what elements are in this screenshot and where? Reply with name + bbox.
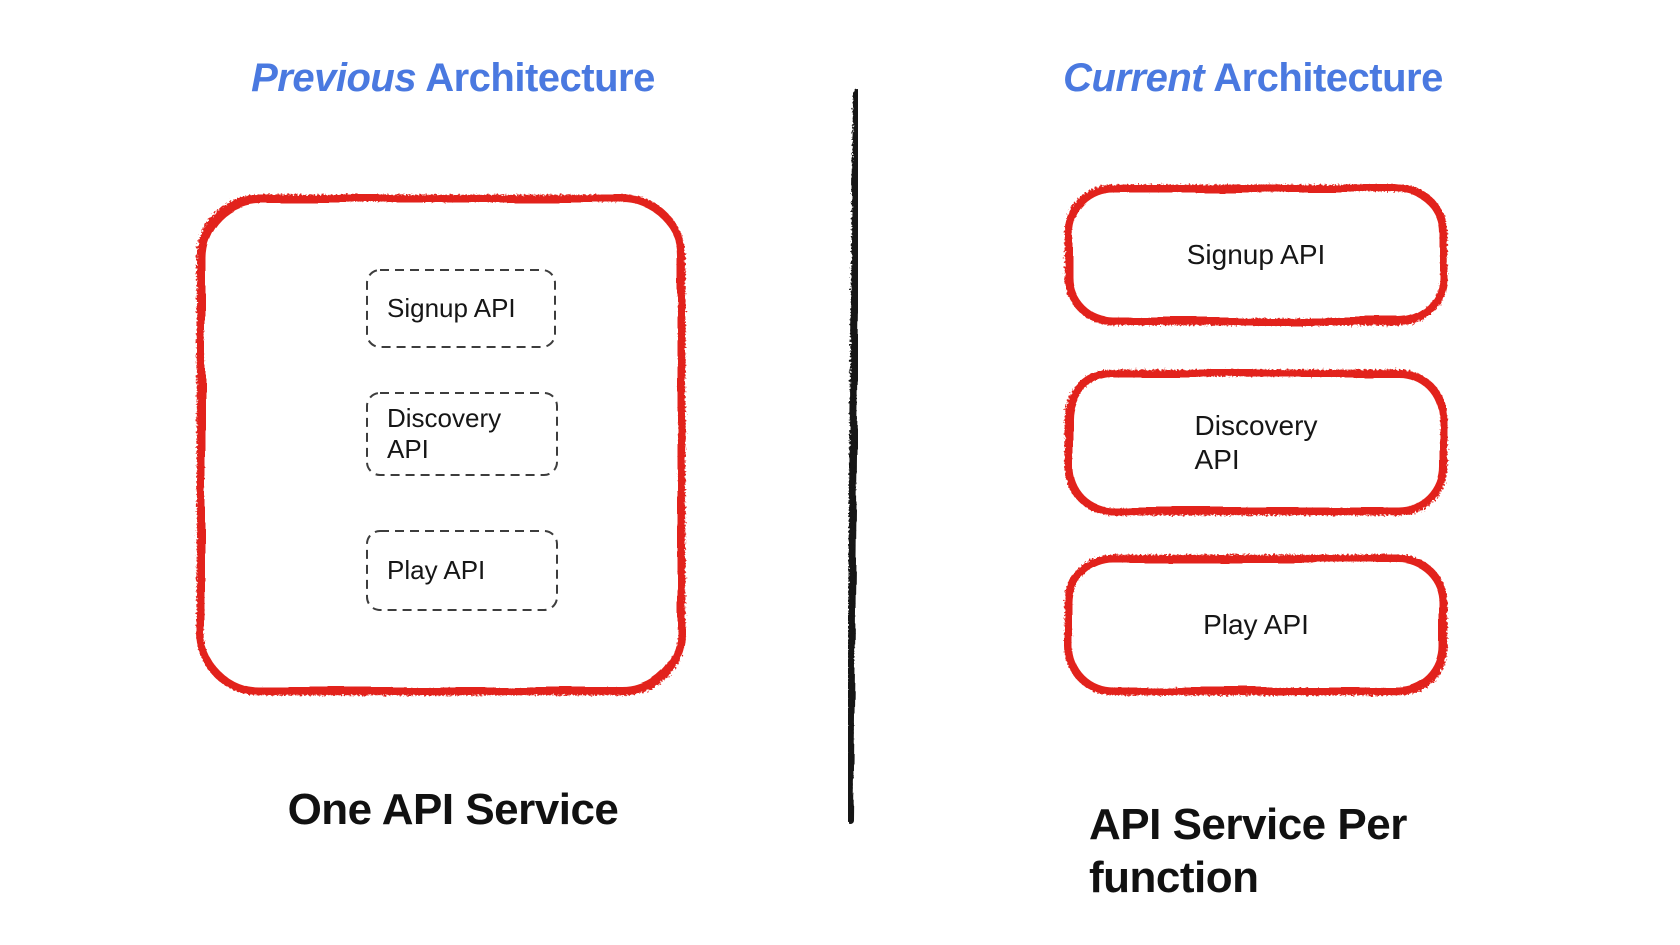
signup-api-service-label: Signup API — [1186, 239, 1326, 271]
current-architecture-title-emphasis: Current — [1063, 56, 1205, 100]
previous-architecture-title: Previous Architecture — [193, 56, 713, 101]
previous-architecture-title-rest: Architecture — [416, 56, 655, 100]
one-api-service-caption: One API Service — [287, 785, 619, 834]
discovery-api-service-label: Discovery API — [1194, 409, 1318, 475]
play-api-service-box: Play API — [1065, 555, 1447, 695]
signup-api-label: Signup API — [387, 292, 516, 323]
play-api-label: Play API — [387, 554, 486, 585]
previous-architecture-title-emphasis: Previous — [251, 56, 417, 100]
signup-api-service-box: Signup API — [1065, 185, 1447, 325]
signup-api-box: Signup API — [367, 270, 555, 347]
play-api-box: Play API — [367, 531, 557, 610]
discovery-api-label: Discovery API — [387, 402, 502, 464]
discovery-api-box: Discovery API — [367, 393, 557, 475]
api-service-per-function-caption: API Service Per function — [1089, 800, 1407, 902]
current-architecture-title: Current Architecture — [993, 56, 1513, 101]
current-architecture-title-rest: Architecture — [1204, 56, 1443, 100]
play-api-service-label: Play API — [1203, 609, 1309, 641]
divider-line — [846, 88, 861, 824]
discovery-api-service-box: Discovery API — [1065, 370, 1447, 515]
